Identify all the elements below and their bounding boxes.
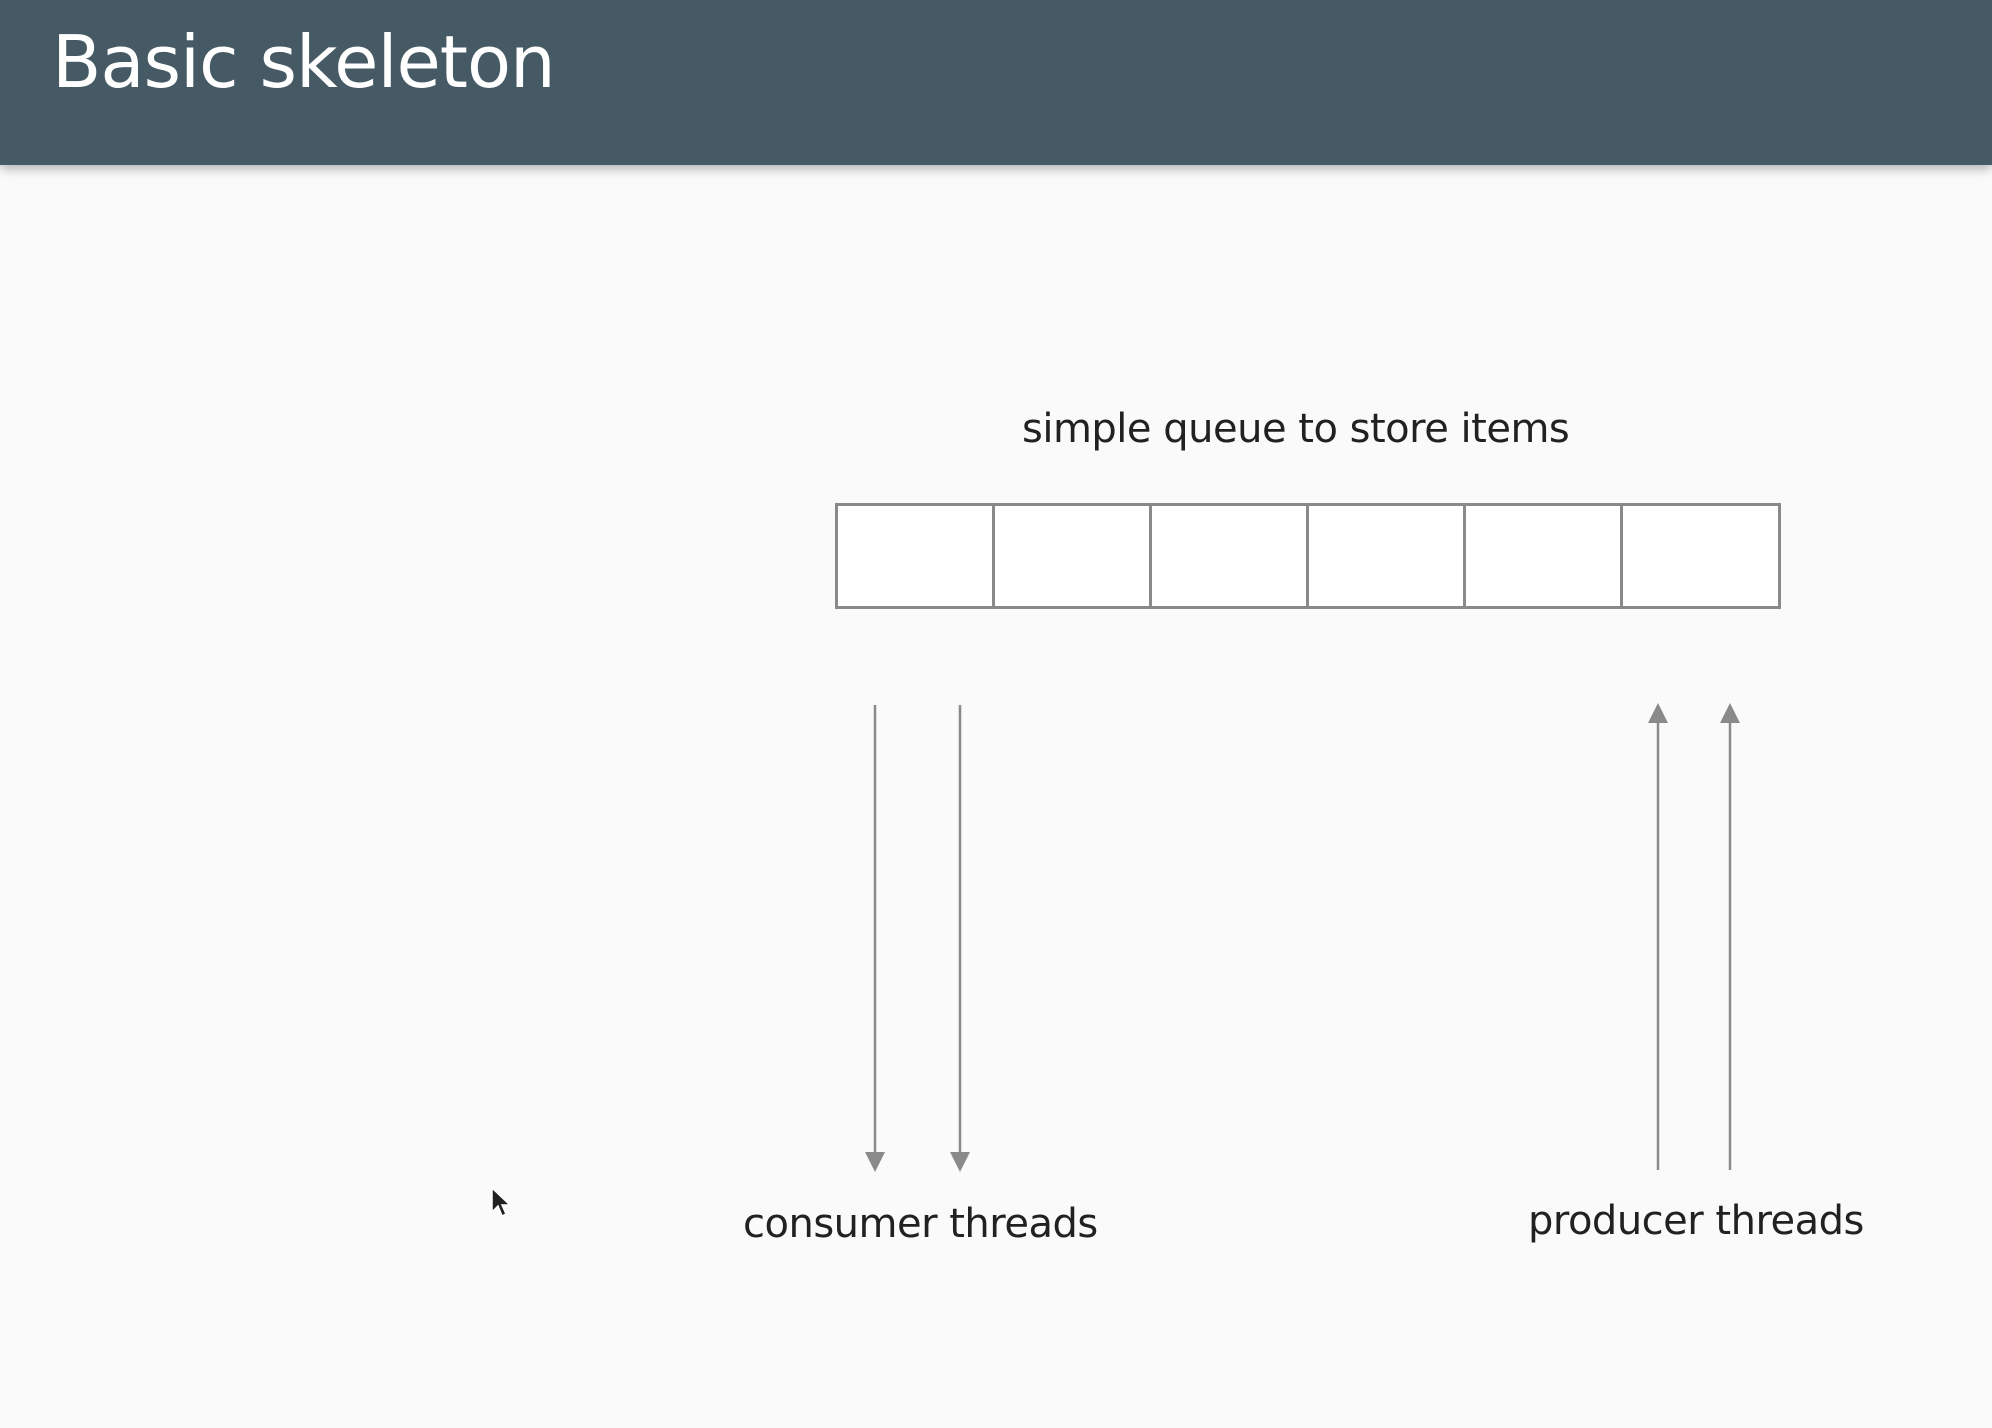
- queue-label: simple queue to store items: [1022, 406, 1570, 452]
- mouse-pointer-icon: [491, 1186, 512, 1218]
- producer-threads-label: producer threads: [1528, 1198, 1864, 1244]
- queue-cell: [995, 506, 1152, 606]
- queue-cell: [1152, 506, 1309, 606]
- queue-cell: [1309, 506, 1466, 606]
- queue: [835, 503, 1781, 609]
- queue-cell: [1466, 506, 1623, 606]
- slide-header: Basic skeleton: [0, 0, 1992, 165]
- consumer-threads-label: consumer threads: [743, 1201, 1098, 1247]
- queue-cell: [838, 506, 995, 606]
- slide-title: Basic skeleton: [52, 20, 556, 104]
